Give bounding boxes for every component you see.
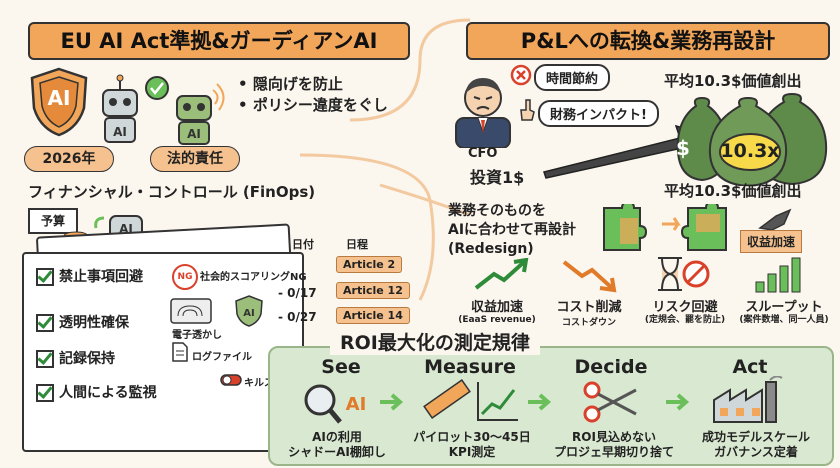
redesign-text: 業務そのものを AIに合わせて再設計 (Redesign) — [448, 203, 577, 257]
revenue-up-icon — [474, 258, 529, 290]
article-tag: Article 2 — [336, 256, 403, 273]
cfo-label: CFO — [468, 146, 498, 161]
bag-dollar: $ — [676, 136, 690, 160]
ai-shield-icon: AI — [235, 295, 263, 327]
shield-icon — [30, 67, 88, 137]
arrow-right-icon — [666, 393, 690, 411]
shield-label: AI — [47, 86, 71, 110]
svg-text:AI: AI — [187, 127, 201, 141]
col-schedule: 日程 — [346, 238, 368, 251]
bag-multiplier: 10.3x — [720, 140, 780, 162]
puzzle-icon — [603, 204, 727, 251]
x-mark-icon — [510, 64, 532, 86]
checkbox-icon — [36, 268, 54, 286]
tag-2026: 2026年 — [24, 146, 114, 172]
step-act-title: Act — [732, 356, 768, 378]
roi-title: ROI最大化の測定規律 — [330, 328, 540, 355]
invest-label: 投資1$ — [470, 168, 525, 187]
checkbox-icon — [36, 384, 54, 402]
speech-bubble-impact: 財務インパクト! — [538, 100, 659, 127]
bullet-item: • 隠向げを防止 — [238, 75, 343, 93]
money-bags-icon — [676, 92, 828, 186]
bullet-item: • ポリシー違度をぐし — [238, 96, 388, 114]
guardian-bullets: • 隠向げを防止 • ポリシー違度をぐし — [238, 74, 388, 116]
finops-label: フィナンシャル・コントロール (FinOps) — [28, 183, 316, 201]
article-date: - 0/27 — [278, 310, 317, 324]
outcome-risk: リスク回避 (定規会、罷を防止) — [644, 300, 726, 325]
log-file-label: ログファイル — [192, 352, 252, 363]
article-tag: Article 12 — [336, 282, 410, 299]
right-section-title: P&Lへの転換&業務再設計 — [466, 22, 830, 60]
col-date: 日付 — [292, 238, 314, 251]
cost-down-icon — [562, 260, 617, 293]
ng-badge-icon: NG — [172, 264, 198, 290]
magnifier-ai-icon: AI — [304, 384, 367, 424]
log-file-icon — [172, 342, 188, 362]
left-section-title: EU AI Act準拠&ガーディアンAI — [28, 22, 410, 60]
value-created-top: 平均10.3$価値創出 — [664, 72, 802, 90]
throughput-bars-icon — [755, 257, 801, 293]
outcome-cost: コスト削減 コストダウン — [556, 300, 622, 328]
step-act-caption: 成功モデルスケールガバナンス定着 — [701, 430, 810, 459]
step-see-title: See — [321, 356, 361, 378]
arrow-right-icon — [528, 393, 552, 411]
step-decide-title: Decide — [574, 356, 648, 378]
article-date: - 0/17 — [278, 286, 317, 300]
value-created-bottom: 平均10.3$価値創出 — [664, 182, 802, 200]
speech-bubble-time: 時間節約 — [534, 64, 611, 91]
rocket-icon — [758, 208, 792, 231]
pointing-hand-icon — [520, 99, 535, 121]
hourglass-icon — [658, 257, 710, 291]
kill-switch-icon — [220, 374, 242, 386]
checklist-item: 人間による監視 — [36, 382, 157, 402]
step-measure-title: Measure — [424, 356, 516, 378]
factory-icon — [713, 376, 783, 423]
article-tag: Article 14 — [336, 307, 410, 324]
step-decide-caption: ROI見込めないプロジェ早期切り捨て — [553, 430, 674, 459]
budget-note: 予算 — [28, 208, 78, 234]
checklist-item: 禁止事項回避 — [36, 266, 143, 286]
arrow-right-icon — [380, 393, 404, 411]
svg-text:AI: AI — [113, 125, 127, 139]
checkbox-icon — [36, 314, 54, 332]
ng-label: 社会的スコアリングNG — [200, 272, 307, 283]
checklist-card: 禁止事項回避 透明性確保 記録保持 人間による監視 NG 社会的スコアリングNG… — [22, 252, 307, 452]
watermark-label: 電子透かし — [172, 330, 222, 341]
fingerprint-icon — [170, 298, 212, 324]
tag-legal-liability: 法的責任 — [150, 146, 240, 172]
outcome-revenue: 収益加速 (EaaS revenue) — [458, 300, 536, 325]
step-see-caption: AIの利用シャドーAI棚卸し — [288, 430, 386, 459]
guardian-robots-icon: AI AI — [102, 74, 225, 145]
scissors-icon — [583, 381, 637, 423]
checklist-item: 透明性確保 — [36, 312, 129, 332]
revenue-accel-tag: 収益加速 — [740, 230, 803, 253]
svg-text:AI: AI — [346, 394, 367, 415]
outcome-throughput: スループット (案件数増、同一人員) — [739, 300, 829, 325]
checklist-item: 記録保持 — [36, 348, 115, 368]
checkbox-icon — [36, 350, 54, 368]
ruler-chart-icon — [423, 379, 518, 421]
cfo-icon — [455, 78, 511, 148]
svg-text:AI: AI — [243, 308, 254, 319]
